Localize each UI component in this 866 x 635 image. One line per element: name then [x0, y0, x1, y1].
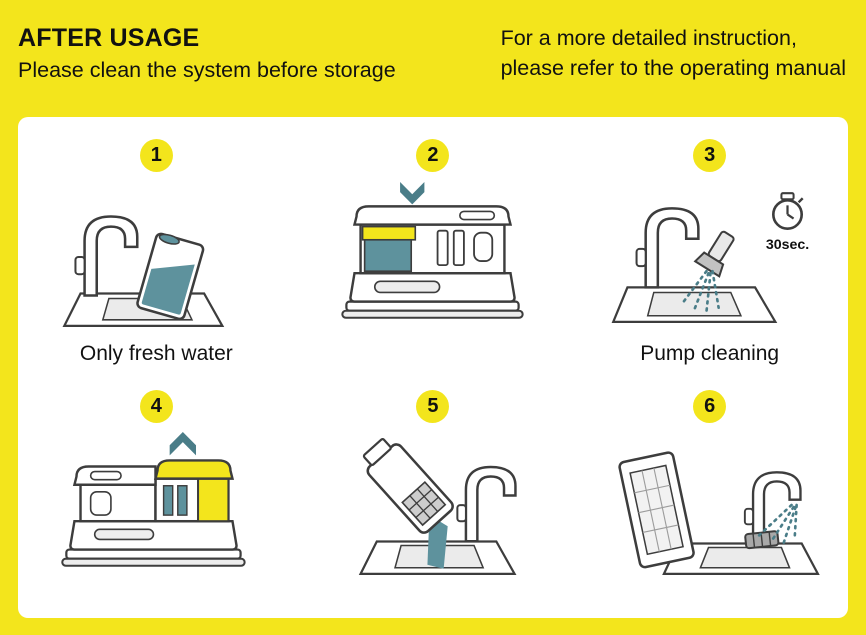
step-4: 4 [18, 368, 295, 619]
sink [611, 286, 778, 323]
step-3-badge: 3 [693, 139, 727, 172]
step-5: 5 [295, 368, 572, 619]
faucet-icon [635, 206, 700, 289]
fresh-water-tank [136, 232, 205, 320]
brush-part [744, 530, 780, 550]
page-subtitle: Please clean the system before storage [18, 58, 396, 82]
spray-nozzle [693, 230, 735, 278]
cleaner-device-open [61, 459, 246, 568]
press-down-chevron-icon [400, 181, 425, 205]
step-5-art [295, 423, 572, 591]
instructions-panel: 1 Onl [18, 117, 848, 618]
cleaner-device [341, 204, 525, 319]
step-6: 6 [571, 368, 848, 619]
step-1-caption: Only fresh water [79, 341, 233, 365]
step-2: 2 [295, 117, 572, 368]
header: AFTER USAGE Please clean the system befo… [0, 0, 866, 117]
step-4-illustration [61, 432, 246, 568]
tank-pouring [363, 438, 455, 535]
step-2-illustration [341, 181, 525, 319]
timer-label: 30sec. [766, 237, 809, 253]
step-3-illustration: 30sec. [611, 191, 809, 323]
step-2-art [295, 172, 572, 340]
step-5-badge: 5 [416, 389, 450, 423]
note-line-2: please refer to the operating manual [500, 55, 846, 80]
page-title: AFTER USAGE [18, 24, 200, 52]
steps-grid: 1 Onl [18, 117, 848, 618]
step-1-art [18, 172, 295, 340]
header-note: For a more detailed instruction, please … [501, 24, 846, 83]
step-3-caption: Pump cleaning [640, 341, 780, 365]
spray-lines [680, 269, 721, 313]
step-3-art: 30sec. [571, 172, 848, 340]
step-3: 3 [571, 117, 848, 368]
faucet-icon [74, 214, 139, 297]
filter-panel [618, 451, 695, 569]
lift-up-chevron-icon [169, 432, 196, 456]
step-6-badge: 6 [693, 389, 727, 423]
step-1-badge: 1 [139, 139, 173, 172]
spray-lines [757, 503, 799, 546]
step-6-art [571, 423, 848, 591]
step-1: 1 Onl [18, 117, 295, 368]
stopwatch-icon [772, 191, 804, 230]
step-1-illustration [62, 214, 225, 327]
header-left: AFTER USAGE Please clean the system befo… [18, 24, 396, 83]
step-6-illustration [618, 451, 820, 576]
faucet-icon [456, 465, 518, 543]
step-2-badge: 2 [416, 139, 450, 172]
step-4-badge: 4 [139, 389, 173, 423]
step-4-art [18, 423, 295, 591]
step-5-illustration [359, 438, 518, 576]
note-line-1: For a more detailed instruction, [500, 26, 797, 50]
